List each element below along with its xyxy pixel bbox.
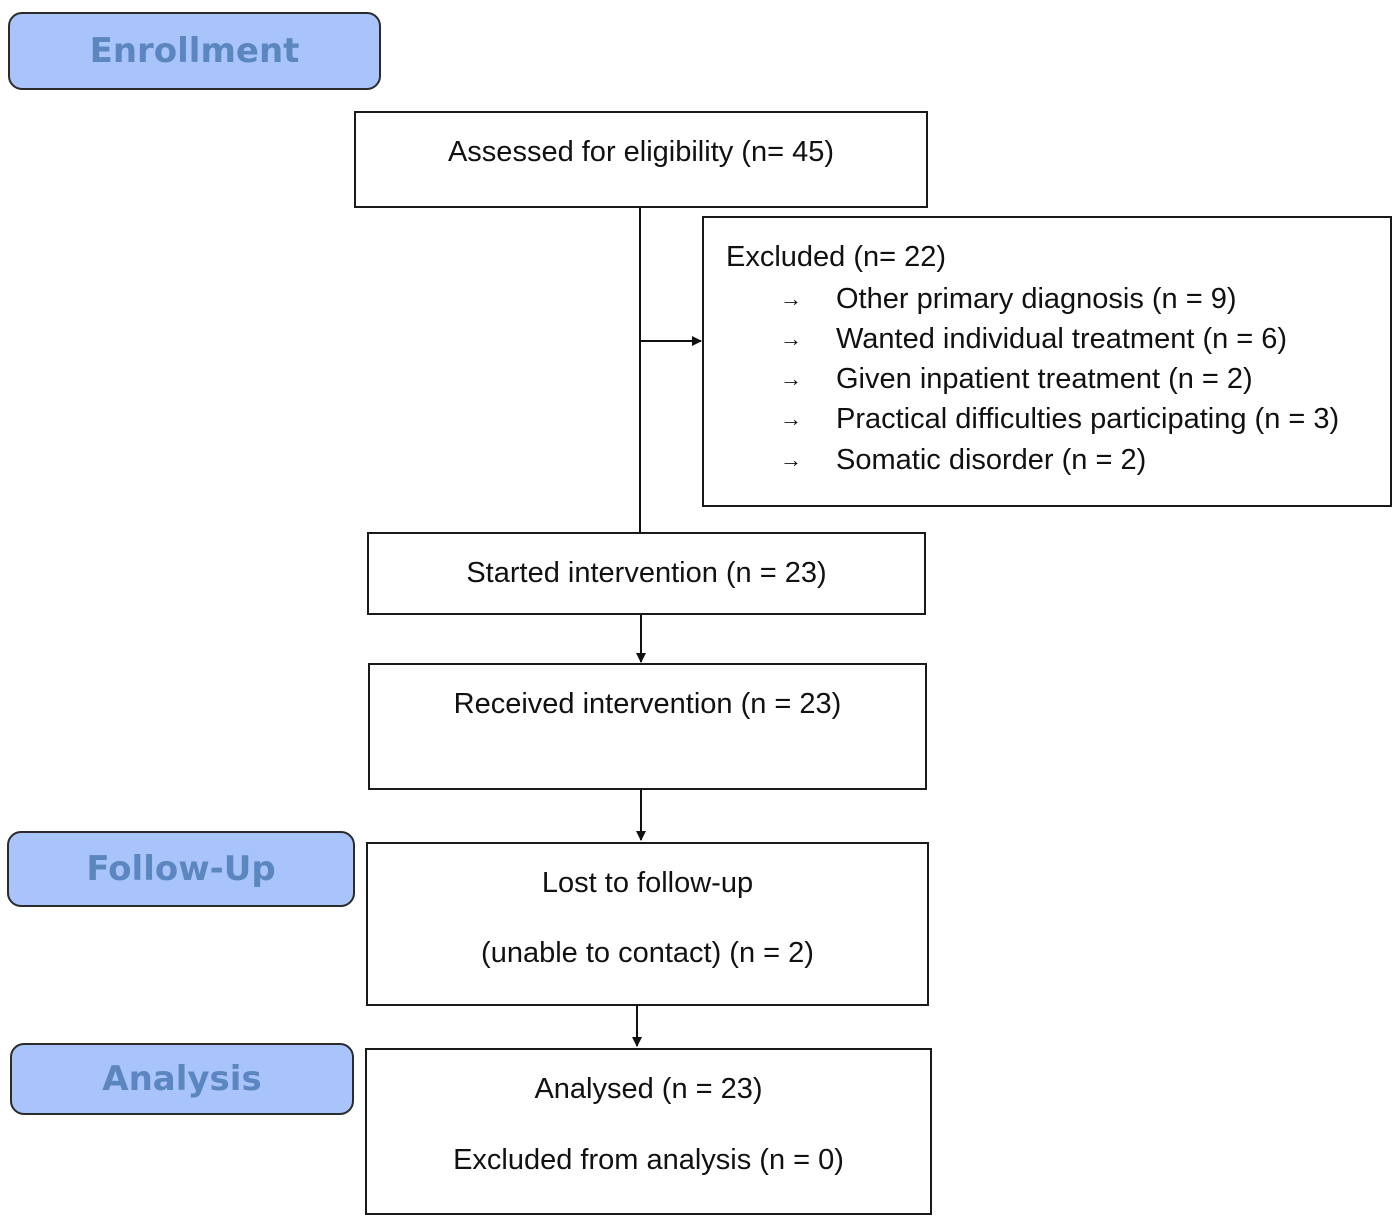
stage-enrollment-label: Enrollment xyxy=(89,31,300,71)
analysed-box: Analysed (n = 23) Excluded from analysis… xyxy=(365,1048,932,1215)
right-arrow-icon: → xyxy=(780,366,802,391)
received-text: Received intervention (n = 23) xyxy=(453,688,842,720)
excluded-box: Excluded (n= 22) → Other primary diagnos… xyxy=(702,216,1392,507)
right-arrow-icon: → xyxy=(780,406,802,431)
stage-analysis: Analysis xyxy=(10,1043,354,1115)
excluded-reason-label: Somatic disorder (n = 2) xyxy=(836,444,1147,476)
excluded-title: Excluded (n= 22) xyxy=(726,241,947,273)
lost-line-1: Lost to follow-up xyxy=(541,867,754,899)
assessed-box: Assessed for eligibility (n= 45) xyxy=(354,111,928,208)
started-box: Started intervention (n = 23) xyxy=(367,532,926,615)
right-arrow-icon: → xyxy=(780,286,802,311)
excluded-reason-label: Wanted individual treatment (n = 6) xyxy=(836,323,1288,355)
analysed-line-1: Analysed (n = 23) xyxy=(534,1073,763,1105)
excluded-reason-label: Given inpatient treatment (n = 2) xyxy=(836,363,1253,395)
started-text: Started intervention (n = 23) xyxy=(466,557,827,589)
stage-enrollment: Enrollment xyxy=(8,12,381,90)
received-box: Received intervention (n = 23) xyxy=(368,663,927,790)
lost-box: Lost to follow-up (unable to contact) (n… xyxy=(366,842,929,1006)
stage-follow-up-label: Follow-Up xyxy=(86,849,276,889)
right-arrow-icon: → xyxy=(780,326,802,351)
analysed-line-2: Excluded from analysis (n = 0) xyxy=(453,1144,844,1176)
lost-line-2: (unable to contact) (n = 2) xyxy=(481,937,814,969)
excluded-reason-label: Practical difficulties participating (n … xyxy=(836,403,1340,435)
right-arrow-icon: → xyxy=(780,447,802,472)
stage-follow-up: Follow-Up xyxy=(7,831,355,907)
stage-analysis-label: Analysis xyxy=(102,1059,262,1099)
excluded-reason-label: Other primary diagnosis (n = 9) xyxy=(836,283,1237,315)
assessed-text: Assessed for eligibility (n= 45) xyxy=(447,136,835,168)
